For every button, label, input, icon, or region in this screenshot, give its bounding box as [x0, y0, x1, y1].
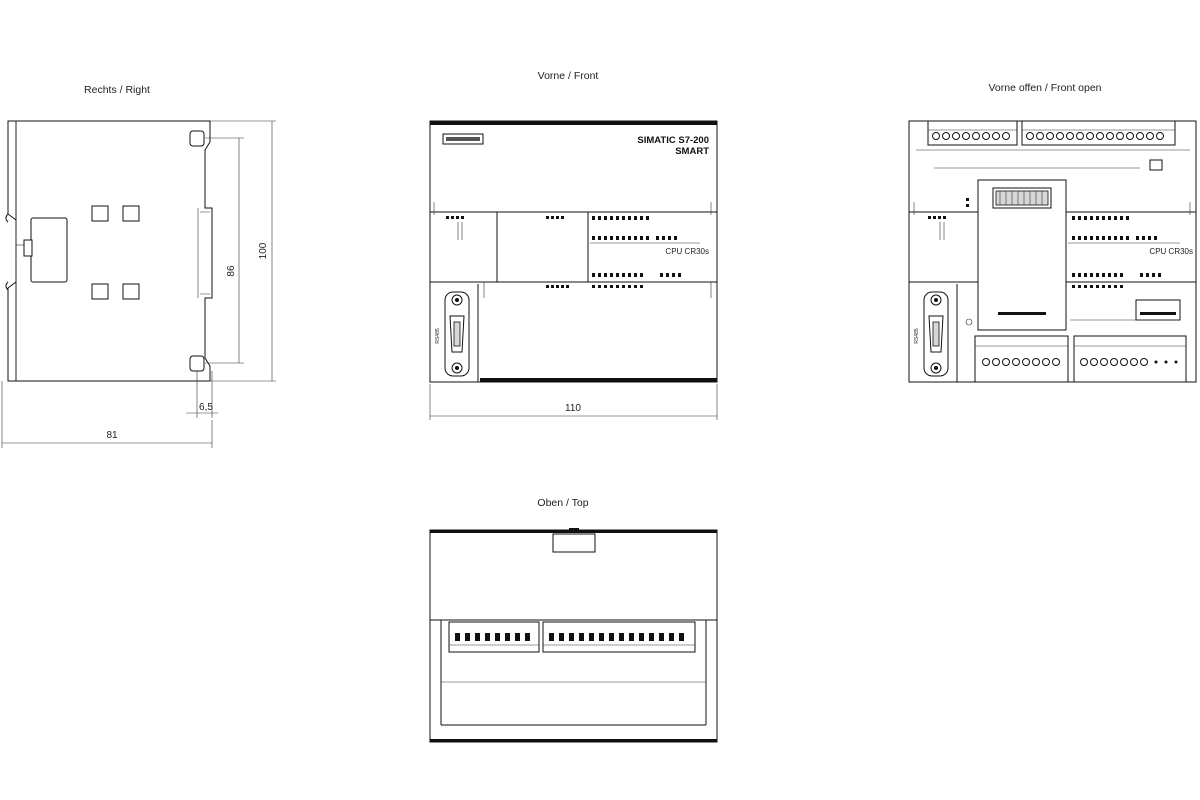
dim-offset-label: 6,5 — [199, 402, 213, 413]
front-open-output-leds — [1072, 273, 1161, 277]
front-open-bottom-terminal-left — [974, 335, 1069, 383]
front-open-input-leds-row1 — [1072, 216, 1129, 220]
front-center-leds — [546, 216, 564, 219]
right-view: Rechts / Right 100 86 6,5 — [1, 84, 276, 448]
front-lower-leds — [546, 285, 643, 288]
right-view-rail-clip — [5, 120, 17, 382]
front-view: Vorne / Front SIMATIC S7-200 SMART C — [429, 70, 718, 420]
front-input-leds-row2 — [592, 236, 677, 240]
right-view-mount-hole-top — [189, 130, 205, 147]
right-view-tab — [23, 239, 33, 257]
front-input-leds-row1 — [592, 216, 649, 220]
front-brand-line2: SMART — [675, 146, 709, 157]
top-view-terminal-left — [448, 621, 540, 653]
right-view-vent — [122, 283, 140, 300]
top-view-bottom-edge — [430, 739, 717, 742]
front-status-leds — [446, 216, 464, 240]
front-open-status-leds — [928, 198, 969, 240]
dim-mount-spacing-label: 86 — [226, 265, 237, 277]
front-open-sd-slot — [1135, 299, 1181, 321]
right-view-label-pocket — [30, 217, 68, 283]
front-open-serial-port: RS485 — [914, 284, 958, 382]
dim-height-label: 100 — [258, 242, 269, 259]
svg-text:RS485: RS485 — [914, 328, 920, 344]
front-view-bottom-edge — [480, 378, 717, 382]
top-view-tab-notch — [569, 528, 579, 533]
right-view-vent — [91, 205, 109, 222]
front-open-ground-symbol — [965, 318, 973, 326]
front-open-lower-leds — [1072, 285, 1123, 288]
right-view-rail-slot — [197, 208, 210, 298]
front-open-model-label: CPU CR30s — [1149, 247, 1193, 256]
front-model-label: CPU CR30s — [665, 247, 709, 256]
dim-width-label: 110 — [565, 403, 581, 414]
front-open-center-module — [977, 179, 1067, 331]
front-view-top-edge — [430, 121, 717, 125]
top-view-center-tab — [552, 533, 596, 553]
right-view-title: Rechts / Right — [84, 84, 150, 96]
right-view-mount-hole-bottom — [189, 355, 205, 372]
front-open-top-terminal-right — [1021, 120, 1176, 146]
svg-text:RS485: RS485 — [435, 328, 441, 344]
front-serial-port: RS485 — [429, 282, 479, 382]
front-open-bottom-terminal-right — [1073, 335, 1187, 383]
front-open-input-leds-row2 — [1072, 236, 1157, 240]
front-brand-line1: SIMATIC S7-200 — [637, 135, 709, 146]
siemens-logo — [446, 137, 480, 141]
front-output-leds — [592, 273, 681, 277]
front-open-view-title: Vorne offen / Front open — [988, 82, 1101, 94]
top-view-terminal-right — [542, 621, 696, 653]
front-view-title: Vorne / Front — [538, 70, 599, 82]
top-view-title: Oben / Top — [537, 497, 588, 509]
right-view-vent — [122, 205, 140, 222]
right-view-vent — [91, 283, 109, 300]
front-open-top-terminal-left — [927, 120, 1018, 146]
front-open-view: Vorne offen / Front open — [908, 82, 1197, 383]
front-open-sd-card — [1140, 312, 1176, 315]
top-view: Oben / Top — [429, 497, 718, 743]
front-open-power-symbol — [1149, 159, 1163, 171]
dim-depth-label: 81 — [106, 430, 118, 441]
